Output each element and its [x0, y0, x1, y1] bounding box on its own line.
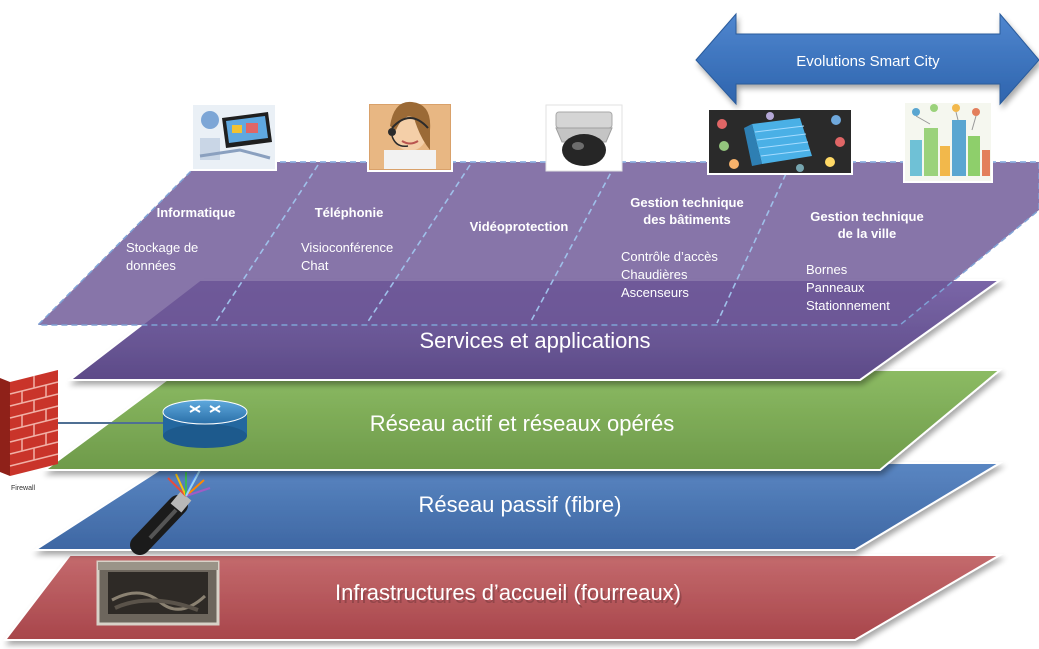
firewall-label: Firewall: [11, 485, 36, 492]
service-item: Contrôle d’accès: [621, 249, 718, 264]
passive-title: Réseau passif (fibre): [419, 492, 622, 517]
service-separators: [214, 164, 791, 324]
service-item: Ascenseurs: [621, 285, 689, 300]
layer-active-network: Réseau actif et réseaux opérés: [38, 369, 1003, 471]
smart-building-icon: [707, 108, 853, 175]
service-item: Stockage de: [126, 240, 198, 255]
infra-title: Infrastructures d’accueil (fourreaux): [335, 580, 681, 605]
smart-city-evolution-arrow: Evolutions Smart City: [695, 12, 1039, 106]
firewall-brick-icon: [0, 370, 59, 476]
layer-passive-network: Réseau passif (fibre): [31, 462, 1004, 555]
service-informatique: Informatique Stockage de données: [126, 205, 235, 273]
layer-infrastructures: Infrastructures d’accueil (fourreaux) In…: [2, 554, 1004, 641]
service-top-plane: [36, 161, 1039, 326]
service-item: Bornes: [806, 262, 848, 277]
router-icon: [162, 399, 248, 448]
service-gtb: Gestion technique des bâtiments Contrôle…: [621, 195, 744, 300]
service-title: des bâtiments: [643, 212, 730, 227]
dome-camera-icon: [545, 104, 623, 172]
service-item: Chat: [301, 258, 329, 273]
service-title: Gestion technique: [810, 209, 923, 224]
services-detail-plane: [36, 161, 1039, 326]
services-title: Services et applications: [419, 328, 650, 353]
smart-city-icon: [903, 101, 993, 183]
service-telephonie: Téléphonie Visioconférence Chat: [301, 205, 393, 273]
infra-title-shadow: Infrastructures d’accueil (fourreaux): [337, 583, 683, 608]
service-item: Panneaux: [806, 280, 865, 295]
fiber-cable-icon: [130, 469, 211, 555]
headset-operator-icon: [367, 101, 453, 172]
service-item: Visioconférence: [301, 240, 393, 255]
service-title: Téléphonie: [315, 205, 384, 220]
service-title: Vidéoprotection: [470, 219, 569, 234]
service-title: de la ville: [838, 226, 897, 241]
service-item: Stationnement: [806, 298, 890, 313]
service-title: Informatique: [157, 205, 236, 220]
service-videoprotection: Vidéoprotection: [470, 219, 569, 234]
service-title: Gestion technique: [630, 195, 743, 210]
smart-city-arrow-label: Evolutions Smart City: [796, 53, 940, 70]
tablet-photo-icon: [191, 103, 277, 171]
infra-plane: [2, 554, 1004, 641]
service-item: données: [126, 258, 176, 273]
duct-manhole-icon: [96, 560, 220, 626]
service-item: Chaudières: [621, 267, 688, 282]
service-gtv: Gestion technique de la ville Bornes Pan…: [806, 209, 924, 313]
active-title: Réseau actif et réseaux opérés: [370, 411, 675, 436]
